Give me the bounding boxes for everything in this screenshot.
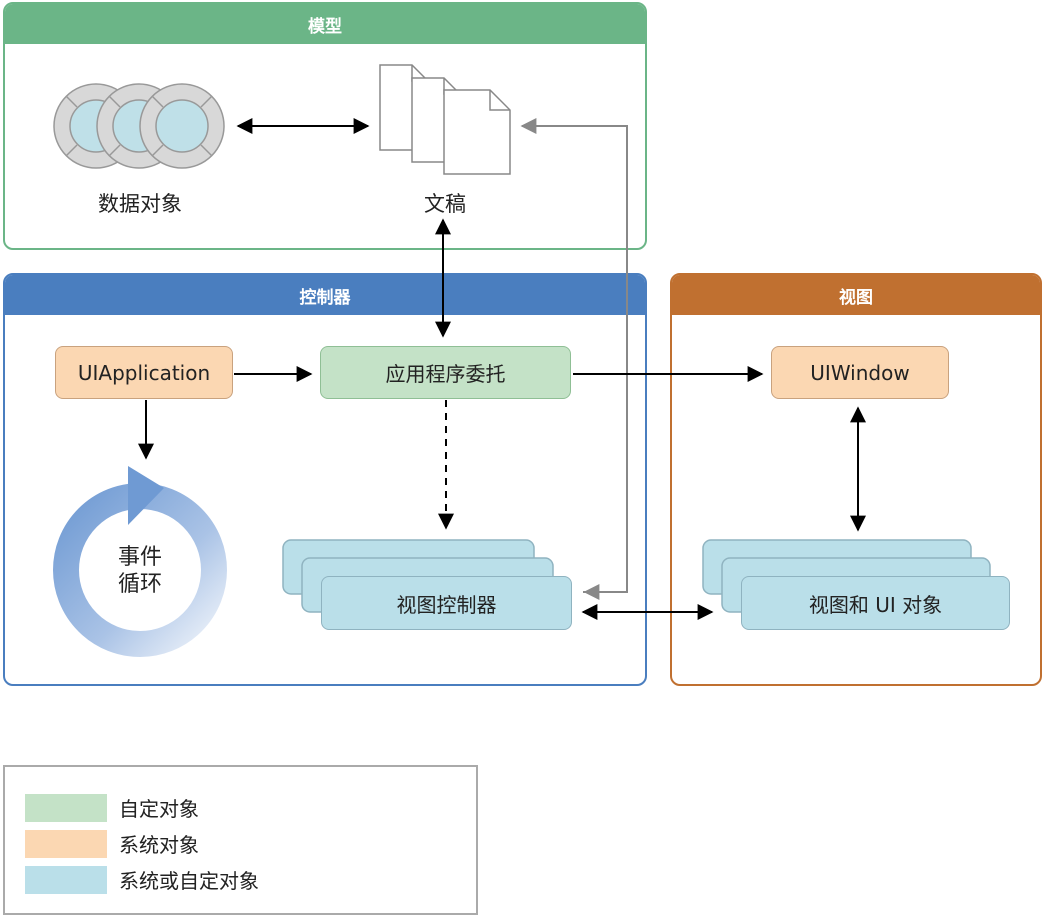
legend-swatch-custom (25, 793, 107, 822)
uiwindow-box: UIWindow (771, 346, 949, 399)
view-title: 视图 (839, 287, 873, 308)
view-controller-box: 视图控制器 (321, 576, 572, 630)
legend-item-custom: 自定对象 (25, 793, 199, 822)
view-panel-header: 视图 (672, 275, 1040, 315)
event-loop-label: 事件 循环 (90, 544, 190, 598)
controller-panel-header: 控制器 (5, 275, 645, 315)
documents-icon (379, 64, 511, 175)
legend-label-system-or-custom: 系统或自定对象 (119, 869, 259, 893)
event-loop-line1: 事件 (117, 545, 162, 570)
model-title: 模型 (308, 16, 342, 37)
documents-label: 文稿 (424, 192, 466, 216)
legend-label-custom: 自定对象 (119, 797, 199, 821)
legend-item-system: 系统对象 (25, 829, 199, 858)
legend-item-system-or-custom: 系统或自定对象 (25, 865, 259, 894)
uiapplication-box: UIApplication (55, 346, 233, 399)
event-loop-icon (53, 466, 227, 657)
legend: 自定对象 系统对象 系统或自定对象 (3, 765, 478, 915)
legend-swatch-system (25, 829, 107, 858)
views-ui-box: 视图和 UI 对象 (741, 576, 1010, 630)
legend-label-system: 系统对象 (119, 833, 199, 857)
event-loop-line2: 循环 (117, 572, 162, 597)
controller-title: 控制器 (299, 287, 351, 308)
legend-swatch-system-or-custom (25, 865, 107, 894)
app-delegate-box: 应用程序委托 (320, 346, 571, 399)
data-objects-icon (53, 83, 225, 169)
model-panel-header: 模型 (5, 4, 645, 44)
data-objects-label: 数据对象 (98, 192, 182, 216)
